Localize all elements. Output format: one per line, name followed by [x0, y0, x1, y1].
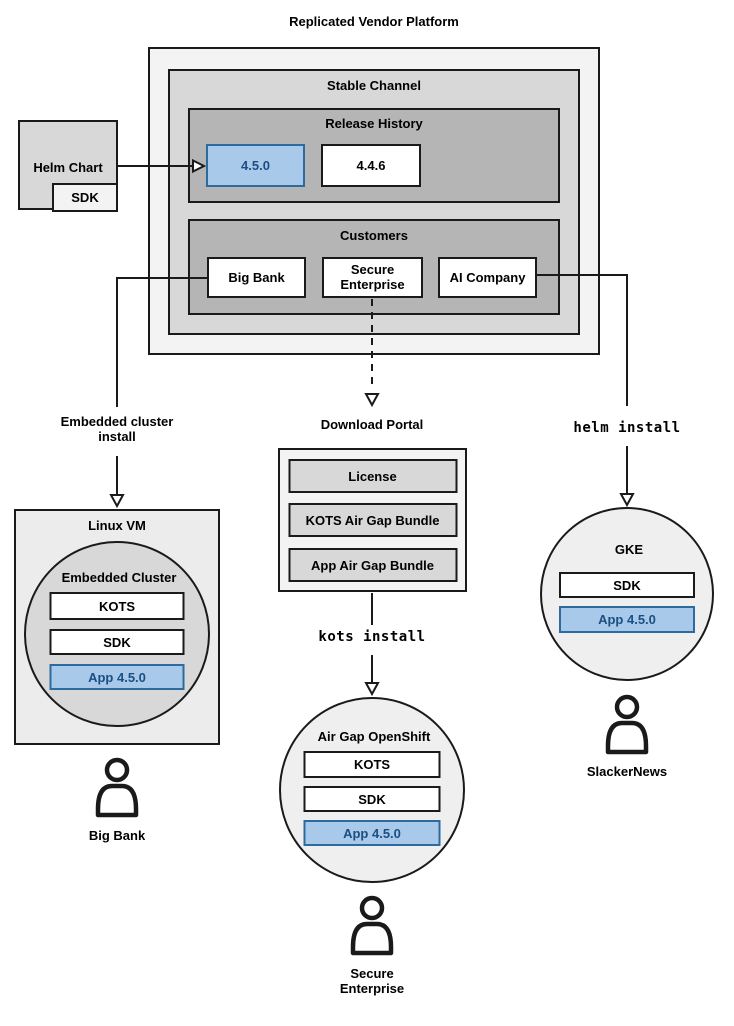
- big-bank-persona-label: Big Bank: [88, 828, 146, 843]
- stable-channel-label: Stable Channel: [327, 78, 421, 93]
- diagram-title: Replicated Vendor Platform: [289, 14, 459, 29]
- embedded-sdk-box: SDK: [49, 629, 185, 655]
- embedded-install-label: Embedded cluster install: [60, 414, 174, 445]
- customer-secure-enterprise: Secure Enterprise: [322, 257, 423, 298]
- gke-label: GKE: [614, 542, 644, 557]
- embedded-cluster-circle: Embedded Cluster KOTS SDK App 4.5.0: [24, 541, 210, 727]
- portal-app-bundle-box: App Air Gap Bundle: [288, 548, 457, 582]
- helm-chart-label: Helm Chart: [33, 160, 103, 175]
- kots-install-label: kots install: [318, 629, 426, 645]
- slackernews-user-icon: [599, 694, 655, 761]
- release-history-label: Release History: [325, 116, 423, 131]
- embedded-app-box: App 4.5.0: [49, 664, 185, 690]
- gke-circle: GKE SDK App 4.5.0: [540, 507, 714, 681]
- helm-chart-sdk-box: SDK: [52, 183, 118, 212]
- embedded-cluster-label: Embedded Cluster: [61, 570, 177, 585]
- portal-license-box: License: [288, 459, 457, 493]
- arrowhead-into-openshift: [364, 682, 380, 697]
- customer-ai-company: AI Company: [438, 257, 537, 298]
- customer-big-bank: Big Bank: [207, 257, 306, 298]
- big-bank-user-icon: [89, 757, 145, 824]
- secure-enterprise-user-icon: [344, 895, 400, 962]
- release-version-new: 4.5.0: [206, 144, 305, 187]
- slackernews-persona-label: SlackerNews: [586, 764, 668, 779]
- arrowhead-into-linux-vm: [109, 494, 125, 509]
- secure-enterprise-persona-label: Secure Enterprise: [339, 966, 405, 997]
- arrowhead-into-download-portal: [364, 393, 380, 408]
- airgap-kots-box: KOTS: [303, 751, 441, 778]
- embedded-kots-box: KOTS: [49, 592, 185, 620]
- airgap-openshift-circle: Air Gap OpenShift KOTS SDK App 4.5.0: [279, 697, 465, 883]
- arrowhead-into-gke: [619, 493, 635, 508]
- airgap-app-box: App 4.5.0: [303, 820, 441, 846]
- airgap-openshift-label: Air Gap OpenShift: [317, 729, 431, 744]
- linux-vm-label: Linux VM: [88, 518, 146, 533]
- gke-app-box: App 4.5.0: [559, 606, 695, 633]
- gke-sdk-box: SDK: [559, 572, 695, 598]
- download-portal-label: Download Portal: [320, 417, 424, 432]
- customers-label: Customers: [340, 228, 408, 243]
- release-version-old: 4.4.6: [321, 144, 421, 187]
- helm-install-label: helm install: [573, 420, 681, 436]
- airgap-sdk-box: SDK: [303, 786, 441, 812]
- download-portal-box: License KOTS Air Gap Bundle App Air Gap …: [278, 448, 467, 592]
- portal-kots-bundle-box: KOTS Air Gap Bundle: [288, 503, 457, 537]
